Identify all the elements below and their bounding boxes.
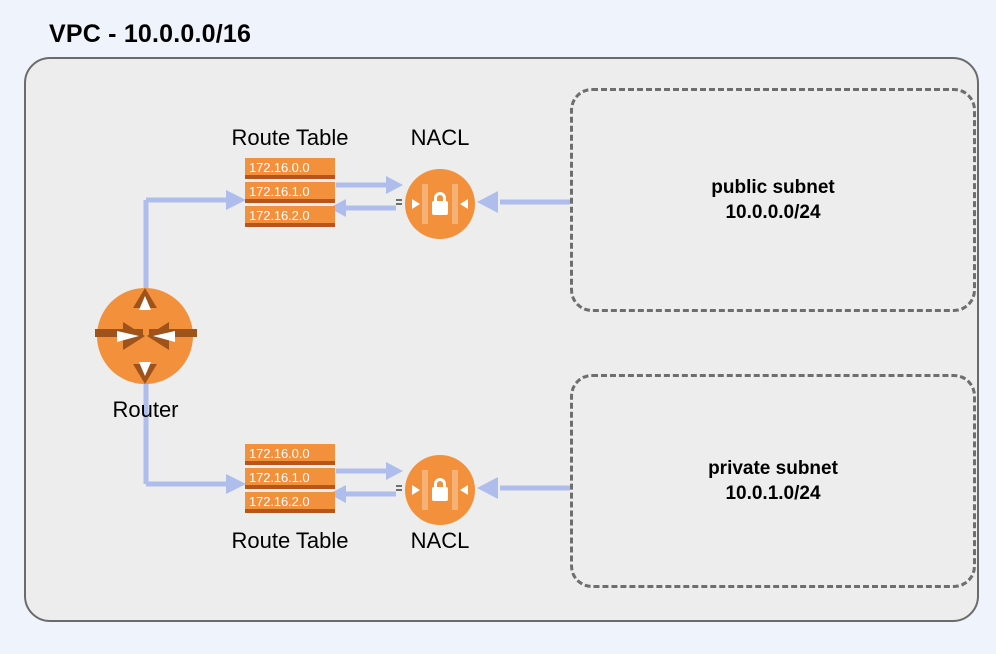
route-table-label-public: Route Table: [231, 125, 349, 150]
subnet-public-name: public subnet: [711, 176, 835, 198]
nacl-public[interactable]: [404, 168, 476, 240]
subnet-public-cidr: 10.0.0.0/24: [725, 202, 821, 223]
nacl-label-public: NACL: [410, 125, 470, 150]
nacl-private[interactable]: [404, 454, 476, 526]
route-table-public[interactable]: 172.16.0.0 172.16.1.0 172.16.2.0: [245, 158, 335, 227]
route-table-private[interactable]: 172.16.0.0 172.16.1.0 172.16.2.0: [245, 444, 335, 513]
route-table-row[interactable]: 172.16.0.0: [245, 158, 335, 179]
router-icon[interactable]: [93, 286, 198, 386]
route-table-row[interactable]: 172.16.0.0: [245, 444, 335, 465]
route-table-row[interactable]: 172.16.1.0: [245, 468, 335, 489]
subnet-private[interactable]: private subnet 10.0.1.0/24: [570, 374, 976, 588]
router-label: Router: [112, 397, 179, 422]
subnet-public[interactable]: public subnet 10.0.0.0/24: [570, 88, 976, 312]
subnet-private-cidr: 10.0.1.0/24: [725, 483, 821, 504]
route-table-row[interactable]: 172.16.2.0: [245, 492, 335, 513]
route-table-label-private: Route Table: [231, 528, 349, 553]
page-title: VPC - 10.0.0.0/16: [49, 20, 252, 48]
subnet-private-name: private subnet: [708, 457, 838, 479]
route-table-row[interactable]: 172.16.2.0: [245, 206, 335, 227]
nacl-label-private: NACL: [410, 528, 470, 553]
route-table-row[interactable]: 172.16.1.0: [245, 182, 335, 203]
